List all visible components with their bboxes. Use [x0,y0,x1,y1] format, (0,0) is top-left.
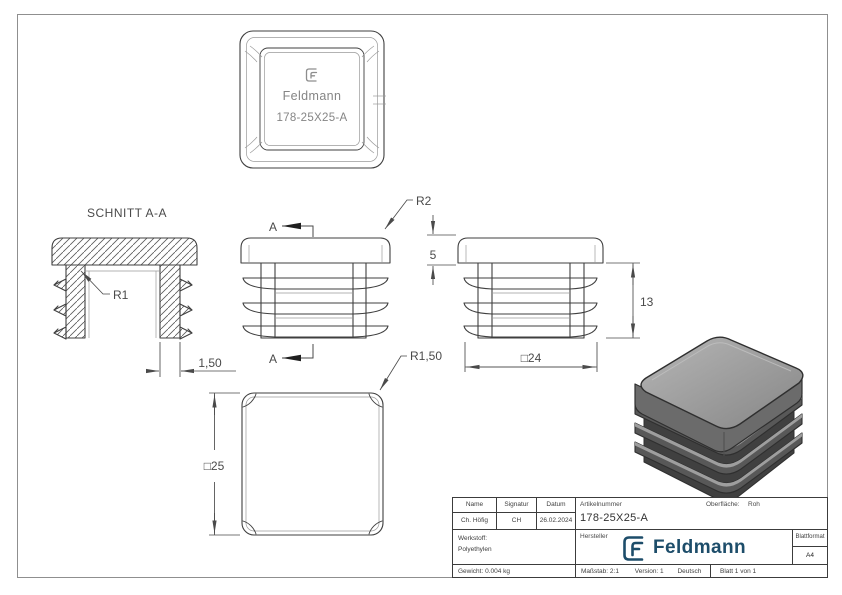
artikelnummer-value: 178-25X25-A [580,512,649,524]
title-block-signatur-label: Signatur [497,498,537,513]
blattformat-label: Blattformat [793,530,827,547]
top-view-part-number: 178-25X25-A [276,112,347,124]
feldmann-wordmark: Feldmann [653,537,746,559]
bottom-view: R1,50 □25 [204,349,442,536]
top-view: Feldmann 178-25X25-A [239,30,386,169]
dim-label-r1-50: R1,50 [410,349,442,363]
dim-label-r1: R1 [113,288,129,302]
hersteller-label: Hersteller [580,533,608,540]
drawing-frame [17,14,828,578]
dim-label-5: 5 [430,248,437,262]
dim-label-25: □25 [204,459,225,473]
render-3d [634,336,804,502]
section-letter-top: A [269,220,277,234]
werkstoff-value: Polyethylen [458,545,492,553]
front-view: A A R2 [240,194,432,366]
oberflaeche-value: Roh [748,501,760,508]
dim-label-24: □24 [521,351,542,365]
gewicht-cell: Gewicht: 0.004 kg [453,565,576,577]
title-block-signatur-value: CH [497,513,537,530]
massstab-cell: Maßstab: 2:1 Version: 1 Deutsch [576,565,711,577]
section-view: SCHNITT A-A R1 1,50 [51,206,236,377]
massstab-value: Maßstab: 2:1 [581,568,619,575]
dim-label-r2: R2 [416,194,432,208]
top-view-logo-text: Feldmann [283,89,342,103]
side-view: 5 13 □24 [427,215,654,372]
title-block-hersteller-cell: Hersteller Feldmann [576,530,793,565]
title-block-datum-value: 26.02.2024 [537,513,576,530]
version-value: Version: 1 [634,568,664,575]
artikelnummer-label: Artikelnummer [580,501,622,508]
title-block: Name Signatur Datum Ch. Höfig CH 26.02.2… [452,497,828,578]
werkstoff-label: Werkstoff: [458,535,488,542]
dim-label-13: 13 [640,295,654,309]
section-title: SCHNITT A-A [87,206,167,220]
section-barbs [53,278,193,340]
sprache-value: Deutsch [677,568,702,575]
blattformat-value: A4 [793,547,827,565]
title-block-artikelnummer-cell: Artikelnummer 178-25X25-A Oberfläche: Ro… [576,498,827,530]
title-block-name-value: Ch. Höfig [453,513,497,530]
oberflaeche-label: Oberfläche: [706,501,740,508]
feldmann-logo-icon-top-view [305,68,318,82]
dim-label-wall-1-50: 1,50 [198,356,222,370]
title-block-name-label: Name [453,498,497,513]
section-letter-bottom: A [269,352,277,366]
front-view-fins [242,277,389,338]
side-view-fins [463,277,598,338]
title-block-datum-label: Datum [537,498,576,513]
feldmann-logo-icon [623,536,644,561]
blatt-cell: Blatt 1 von 1 [720,568,757,575]
title-block-werkstoff-cell: Werkstoff: Polyethylen [453,530,576,565]
